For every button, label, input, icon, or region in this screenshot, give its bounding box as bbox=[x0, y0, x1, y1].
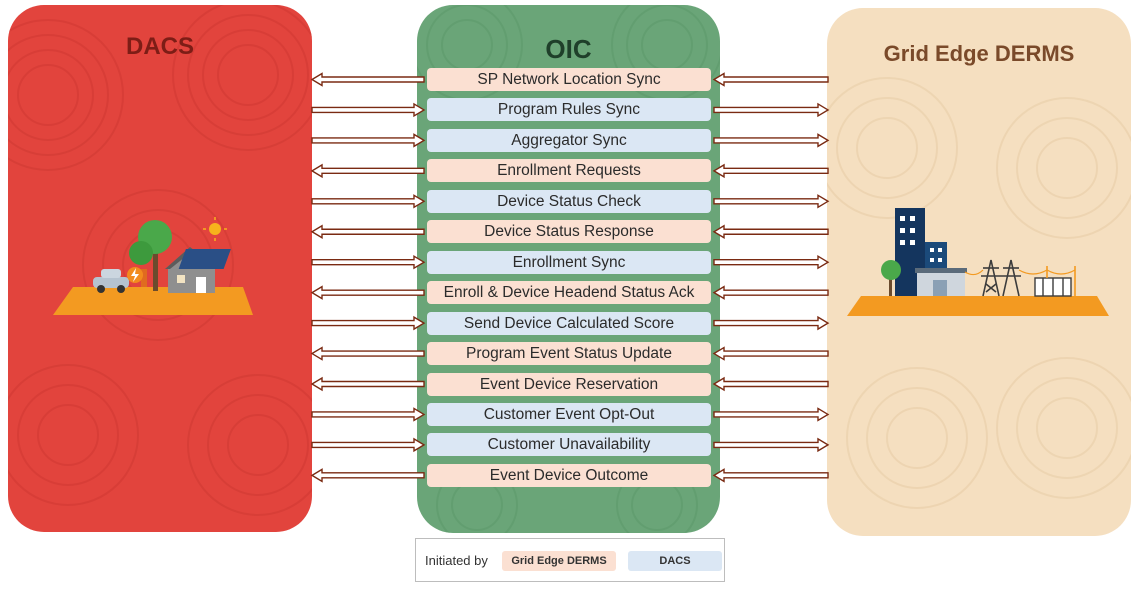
flow-label: Device Status Response bbox=[427, 220, 711, 244]
flow-label: Customer Unavailability bbox=[427, 433, 711, 457]
legend: Initiated by Grid Edge DERMS DACS bbox=[415, 538, 725, 582]
arrow-from-derms bbox=[712, 285, 829, 300]
flow-label: Customer Event Opt-Out bbox=[427, 402, 711, 426]
flow-label: Enroll & Device Headend Status Ack bbox=[427, 281, 711, 305]
flow-label: Enrollment Requests bbox=[427, 159, 711, 183]
arrow-to-derms bbox=[713, 254, 830, 270]
flow-label: Program Rules Sync bbox=[427, 98, 711, 122]
flow-label: Program Event Status Update bbox=[427, 342, 711, 366]
arrow-to-dacs bbox=[310, 224, 425, 239]
substation-icon bbox=[1034, 277, 1072, 297]
arrow-from-derms bbox=[712, 468, 829, 483]
arrow-to-dacs bbox=[310, 163, 425, 179]
arrow-to-derms bbox=[713, 407, 830, 422]
arrow-to-dacs bbox=[310, 376, 425, 392]
power-tower-icon bbox=[981, 259, 1021, 297]
arrow-from-dacs bbox=[311, 437, 426, 453]
arrow-from-dacs bbox=[311, 254, 426, 270]
arrow-from-dacs bbox=[311, 407, 426, 422]
oic-title: OIC bbox=[545, 34, 592, 64]
arrow-from-derms bbox=[712, 346, 829, 361]
flow-label: Aggregator Sync bbox=[427, 128, 711, 152]
arrow-from-derms bbox=[712, 376, 829, 392]
flow-label: Event Device Reservation bbox=[427, 372, 711, 396]
flow-label: SP Network Location Sync bbox=[427, 68, 711, 91]
arrow-from-derms bbox=[712, 163, 829, 179]
utility-grid-illustration bbox=[847, 208, 1109, 316]
arrow-from-dacs bbox=[311, 315, 426, 331]
arrow-to-dacs bbox=[310, 72, 425, 87]
sun-icon bbox=[209, 223, 221, 235]
arrow-to-dacs bbox=[310, 285, 425, 300]
legend-chip-derms: Grid Edge DERMS bbox=[502, 551, 616, 571]
home-energy-illustration bbox=[53, 217, 253, 315]
arrow-to-dacs bbox=[310, 468, 425, 483]
tree-icon bbox=[881, 260, 901, 280]
arrow-from-dacs bbox=[311, 194, 426, 209]
flow-label: Enrollment Sync bbox=[427, 250, 711, 274]
legend-prefix: Initiated by bbox=[425, 553, 488, 568]
arrow-from-derms bbox=[712, 72, 829, 87]
arrow-to-derms bbox=[713, 315, 830, 331]
arrow-to-dacs bbox=[310, 346, 425, 361]
arrow-from-dacs bbox=[311, 133, 426, 148]
derms-title: Grid Edge DERMS bbox=[883, 41, 1075, 66]
arrow-to-derms bbox=[713, 437, 830, 453]
ground-platform bbox=[847, 296, 1109, 316]
derms-texture bbox=[827, 77, 1131, 509]
arrow-to-derms bbox=[713, 133, 830, 148]
arrow-from-derms bbox=[712, 224, 829, 239]
derms-panel: Grid Edge DERMS bbox=[827, 8, 1131, 536]
ground-platform bbox=[53, 287, 253, 315]
arrow-from-dacs bbox=[311, 102, 426, 118]
dacs-title: DACS bbox=[125, 33, 194, 60]
arrow-to-derms bbox=[713, 194, 830, 209]
legend-chip-dacs: DACS bbox=[628, 551, 722, 571]
flow-label: Send Device Calculated Score bbox=[427, 311, 711, 335]
dacs-panel: DACS bbox=[8, 5, 312, 532]
arrow-to-derms bbox=[713, 102, 830, 118]
flow-label: Device Status Check bbox=[427, 189, 711, 213]
flow-label: Event Device Outcome bbox=[427, 463, 711, 487]
